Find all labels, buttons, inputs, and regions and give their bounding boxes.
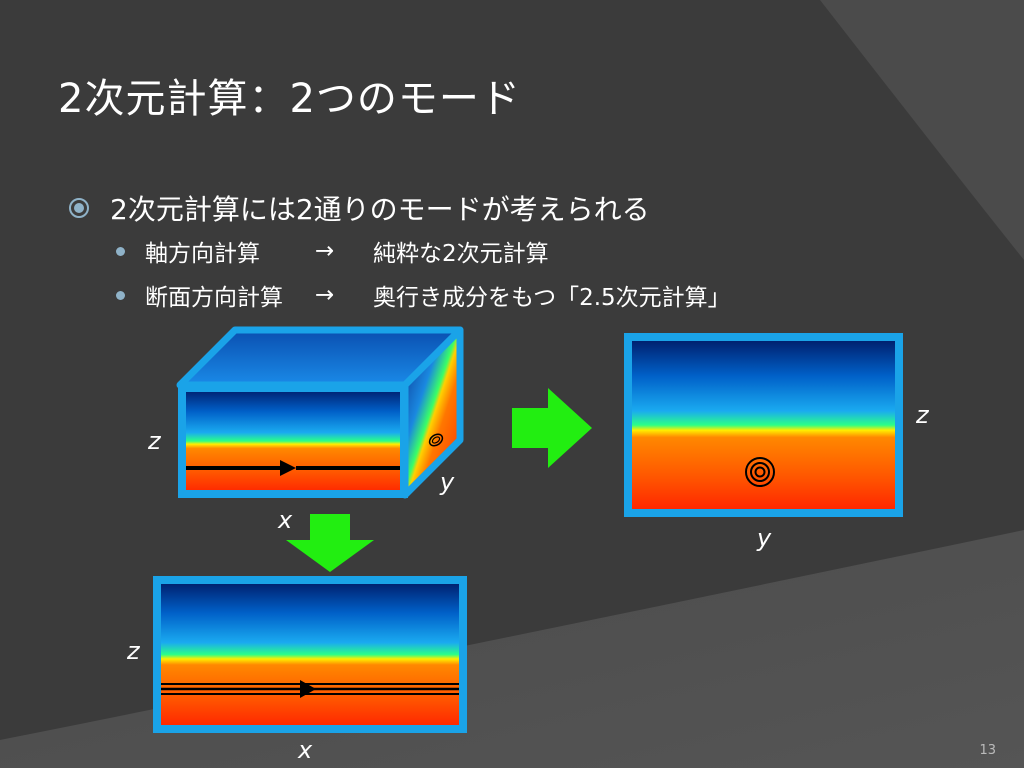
main-bullet-text: 2次元計算には2通りのモードが考えられる xyxy=(110,193,650,226)
axial-panel xyxy=(153,576,467,733)
sub-bullet-left: 軸方向計算 xyxy=(145,241,260,267)
sub-bullet-cross-section: 断面方向計算 → 奥行き成分をもつ「2.5次元計算」 xyxy=(116,278,731,312)
sub-bullet-right: 純粋な2次元計算 xyxy=(373,241,549,267)
green-arrow-right xyxy=(512,388,592,468)
domain-box xyxy=(176,326,464,499)
axis-label-x: x xyxy=(298,736,313,764)
slide-title: 2次元計算：2つのモード xyxy=(58,76,521,122)
axis-label-x: x xyxy=(278,506,293,534)
axis-label-y: y xyxy=(757,524,772,552)
flow-arrowhead xyxy=(280,460,296,476)
top-right-swoosh xyxy=(820,0,1024,260)
source-rings xyxy=(428,433,444,447)
dot-bullet-icon xyxy=(116,290,125,300)
cross-section-field xyxy=(624,333,903,517)
page-number: 13 xyxy=(979,743,996,758)
axis-label-z: z xyxy=(148,427,161,455)
main-bullet: 2次元計算には2通りのモードが考えられる xyxy=(68,188,650,228)
right-arrow-icon: → xyxy=(315,282,335,308)
right-arrow-icon: → xyxy=(315,238,335,264)
sub-bullet-left: 断面方向計算 xyxy=(145,285,283,311)
source-rings xyxy=(745,457,775,487)
green-arrow-down xyxy=(286,514,374,572)
sub-bullet-axial: 軸方向計算 → 純粋な2次元計算 xyxy=(116,234,549,268)
circle-bullet-icon xyxy=(69,198,89,218)
axis-label-y: y xyxy=(440,468,455,496)
dot-bullet-icon xyxy=(116,246,125,256)
axis-label-z: z xyxy=(916,401,929,429)
cross-section-panel xyxy=(624,333,903,517)
box-front-face xyxy=(178,384,408,498)
sub-bullet-right: 奥行き成分をもつ「2.5次元計算」 xyxy=(373,285,731,311)
axial-field xyxy=(153,576,467,733)
flow-arrowhead xyxy=(300,680,316,698)
axis-label-z: z xyxy=(127,637,140,665)
